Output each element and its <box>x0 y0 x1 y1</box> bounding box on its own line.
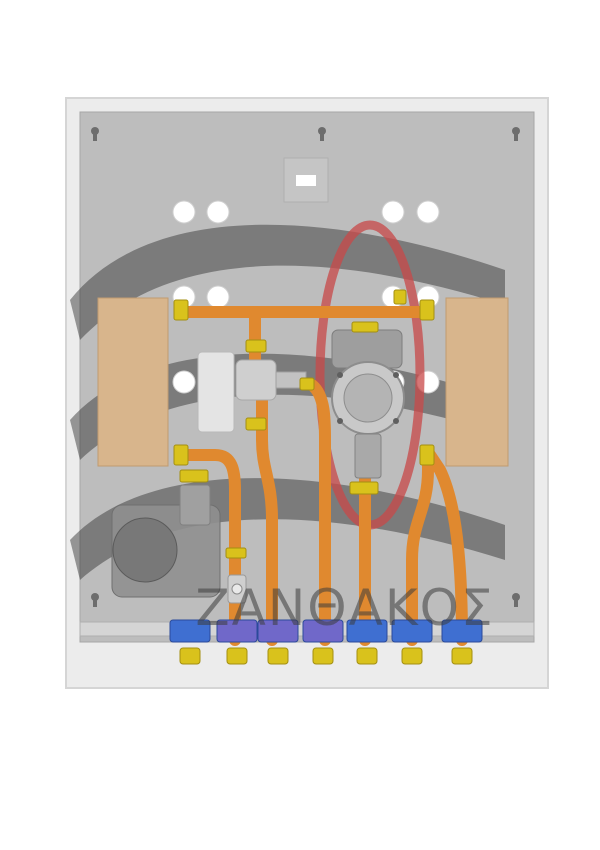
valve-icon <box>197 351 307 433</box>
outlet-fitting <box>312 647 334 665</box>
pump-icon <box>111 484 221 598</box>
copper-pipes <box>176 306 468 646</box>
manifold <box>169 619 483 665</box>
watermark-text: ΖΑΝΘΑΚΟΣ <box>195 579 494 637</box>
insulation-block-left <box>97 297 169 467</box>
outlet-fitting <box>226 647 248 665</box>
outlet-fitting <box>356 647 378 665</box>
manifold-port <box>216 619 258 643</box>
manifold-port <box>302 619 344 643</box>
outlet-fitting <box>267 647 289 665</box>
keyhole-icon <box>91 127 520 607</box>
manifold-port <box>441 619 483 643</box>
insulation-block-right <box>445 297 509 467</box>
manifold-port <box>346 619 388 643</box>
manifold-port <box>169 619 211 643</box>
outlet-fitting <box>401 647 423 665</box>
outlet-fitting <box>179 647 201 665</box>
brass-fittings <box>173 289 435 559</box>
pump-icon <box>331 329 405 479</box>
label-plate <box>283 157 329 203</box>
valve-icon <box>227 574 247 604</box>
manifold-port <box>391 619 433 643</box>
manifold-port <box>257 619 299 643</box>
outlet-fitting <box>451 647 473 665</box>
